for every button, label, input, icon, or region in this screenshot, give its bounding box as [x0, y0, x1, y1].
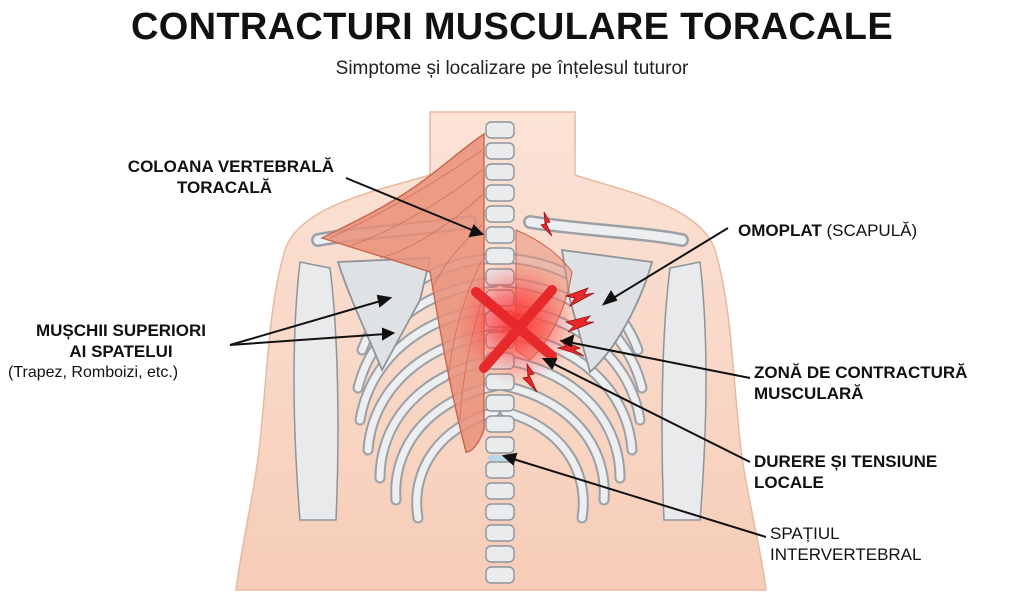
label-contracture-zone: ZONĂ DE CONTRACTURĂ MUSCULARĂ — [754, 362, 967, 404]
label-space-line1: SPAȚIUL — [770, 524, 840, 543]
right-scapula — [560, 248, 654, 374]
label-thoracic-spine: COLOANA VERTEBRALĂ TORACALĂ — [84, 156, 334, 198]
label-scapula-bold: OMOPLAT — [738, 221, 822, 240]
page-title: CONTRACTURI MUSCULARE TORACALE — [131, 6, 893, 48]
page-subtitle: Simptome și localizare pe înțelesul tutu… — [335, 58, 689, 79]
label-muscles-line2: AI SPATELUI — [69, 342, 173, 361]
label-pain-line2: LOCALE — [754, 473, 824, 492]
label-muscles-line3: (Trapez, Romboizi, etc.) — [8, 364, 179, 381]
pain-x-mark — [471, 285, 557, 373]
pain-lightning-icon — [522, 211, 595, 393]
label-zone-line2: MUSCULARĂ — [754, 384, 864, 403]
label-intervertebral-space: SPAȚIUL INTERVERTEBRAL — [770, 523, 921, 565]
label-zone-line1: ZONĂ DE CONTRACTURĂ — [754, 363, 968, 382]
label-pain-line1: DURERE ȘI TENSIUNE — [754, 452, 938, 471]
label-scapula-normal: (SCAPULĂ) — [826, 221, 918, 240]
label-thoracic-spine-line2: TORACALĂ — [176, 178, 272, 197]
label-space-line2: INTERVERTEBRAL — [770, 545, 922, 564]
label-muscles-line1: MUȘCHII SUPERIORI — [35, 321, 207, 340]
thoracic-spine — [485, 121, 515, 584]
leader-lines — [229, 177, 767, 538]
left-arm — [293, 261, 339, 521]
label-thoracic-spine-line1: COLOANA VERTEBRALĂ — [127, 157, 334, 176]
upper-back-muscle — [320, 132, 485, 453]
label-local-pain: DURERE ȘI TENSIUNE LOCALE — [754, 451, 937, 493]
right-arm — [661, 261, 707, 521]
left-scapula — [336, 257, 432, 373]
label-scapula: OMOPLAT (SCAPULĂ) — [738, 220, 917, 241]
label-upper-back-muscles: MUȘCHII SUPERIORI AI SPATELUI (Trapez, R… — [8, 320, 248, 383]
